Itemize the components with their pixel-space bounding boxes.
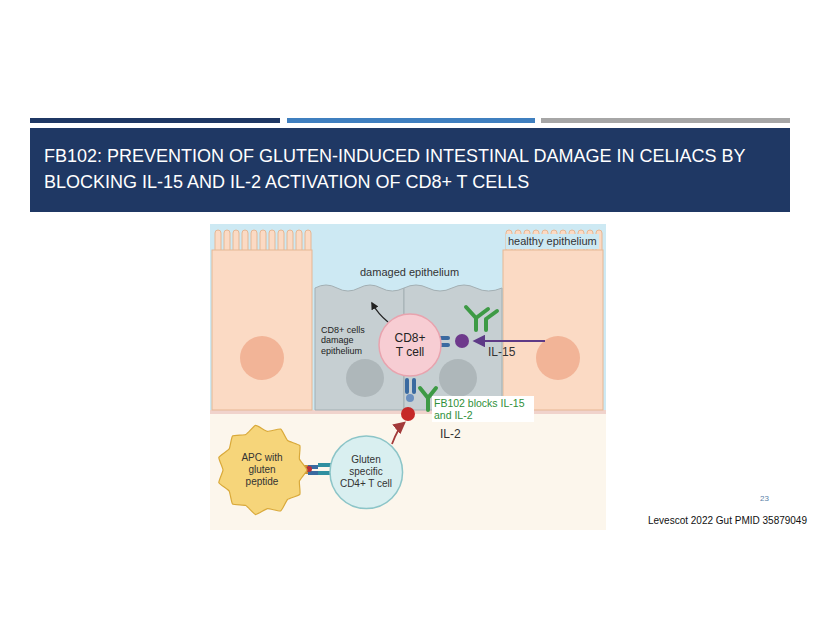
top-stripe [30, 118, 280, 123]
il15-dot [455, 334, 469, 348]
nucleus [240, 336, 284, 380]
healthy-cell [212, 250, 312, 410]
cytokine-label: IL-15 [488, 346, 515, 360]
cd4-t-cell: Gluten specific CD4+ T cell [329, 435, 404, 510]
title-banner [30, 128, 790, 212]
cell-label: APC with gluten peptide [237, 452, 287, 488]
slide-title: FB102: PREVENTION OF GLUTEN-INDUCED INTE… [44, 143, 780, 195]
il2-dot [401, 407, 415, 421]
nucleus [536, 336, 580, 380]
drug-label: FB102 blocks IL-15 and IL-2 [432, 396, 534, 422]
apc-cell: APC with gluten peptide [216, 424, 308, 516]
cd8-t-cell: CD8+ T cell [378, 313, 442, 377]
healthy-cell [503, 250, 603, 410]
lumen [210, 224, 606, 414]
top-stripe [541, 118, 790, 123]
cell-label: CD8+ T cell [391, 331, 429, 360]
citation: Levescot 2022 Gut PMID 35879049 [648, 515, 807, 527]
damage-arrow [372, 303, 388, 322]
annotation: CD8+ cells damage epithelium [321, 325, 373, 356]
region-label: healthy epithelium [506, 234, 599, 249]
nucleus [439, 359, 477, 397]
il15-arrow [475, 340, 545, 342]
cell-label: Gluten specific CD4+ T cell [338, 454, 394, 490]
top-stripe [287, 118, 535, 123]
cytokine-label: IL-2 [440, 428, 461, 442]
page-number: 23 [760, 494, 769, 503]
region-label: damaged epithelium [360, 266, 459, 279]
lamina-propria [210, 414, 606, 530]
nucleus [346, 359, 384, 397]
il2-arrow [392, 423, 404, 444]
